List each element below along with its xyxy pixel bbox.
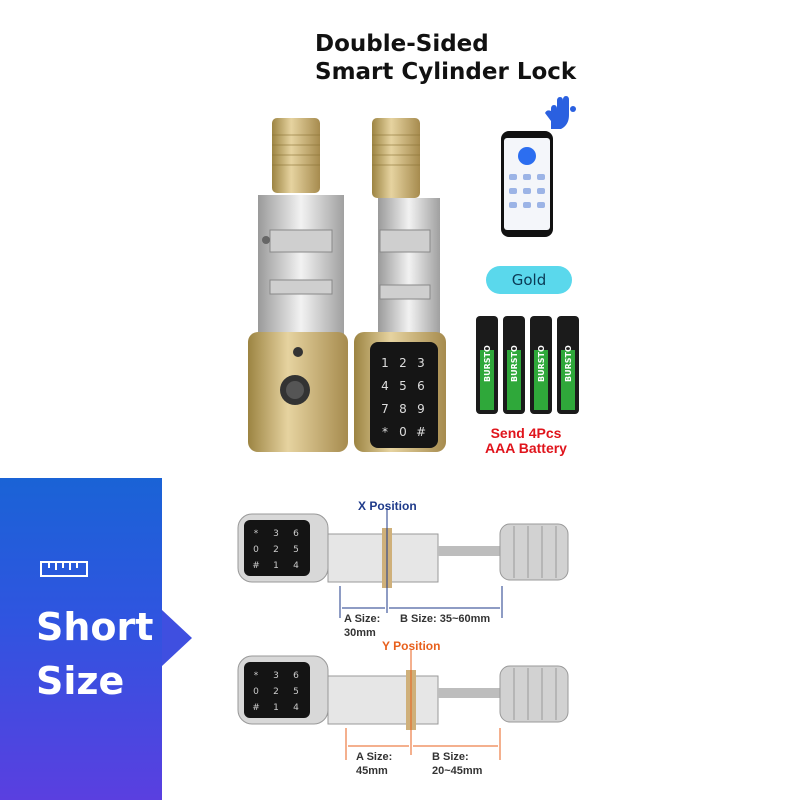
svg-text:9: 9 — [417, 402, 425, 416]
svg-text:#: # — [252, 703, 260, 713]
svg-text:6: 6 — [293, 529, 299, 539]
svg-text:4: 4 — [381, 379, 389, 393]
y-b-size-value: 20~45mm — [432, 765, 483, 777]
battery-pack-image: BURSTO BURSTO BURSTO BURSTO — [476, 316, 579, 414]
cylinder-diagram-x: * 3 6 0 2 5 #1 4 — [237, 508, 569, 618]
battery-note-line-1: Send 4Pcs — [490, 425, 562, 441]
svg-text:0: 0 — [253, 687, 259, 697]
y-position-label: Y Position — [382, 639, 441, 653]
phone-app-icon — [501, 131, 553, 237]
hand-touch-icon — [545, 96, 576, 129]
svg-text:*: * — [382, 425, 388, 439]
y-b-size-label: B Size: — [432, 751, 469, 763]
svg-text:#: # — [252, 561, 260, 571]
svg-text:1: 1 — [381, 356, 389, 370]
y-a-size-value: 45mm — [356, 765, 388, 777]
x-b-size-label: B Size: 35~60mm — [400, 613, 491, 625]
x-a-size-label: A Size: — [344, 613, 381, 625]
svg-text:6: 6 — [293, 671, 299, 681]
svg-text:1: 1 — [273, 561, 279, 571]
svg-text:4: 4 — [293, 703, 299, 713]
svg-text:5: 5 — [293, 545, 299, 555]
svg-text:3: 3 — [417, 356, 425, 370]
size-section: Short Size * 3 6 0 2 5 #1 4 X Position A Size… — [0, 478, 800, 800]
sidebar-pointer — [162, 610, 192, 666]
svg-text:*: * — [254, 529, 259, 539]
svg-text:6: 6 — [417, 379, 425, 393]
size-sidebar: Short Size — [0, 478, 162, 800]
svg-text:2: 2 — [399, 356, 407, 370]
svg-text:BURSTO: BURSTO — [537, 345, 546, 382]
fingerprint-lock-image — [248, 118, 348, 452]
title-line-2: Smart Cylinder Lock — [315, 59, 577, 85]
svg-text:7: 7 — [381, 402, 389, 416]
size-label: Short Size — [36, 600, 153, 708]
svg-text:5: 5 — [399, 379, 407, 393]
size-label-line-2: Size — [36, 659, 125, 703]
svg-text:BURSTO: BURSTO — [510, 345, 519, 382]
x-a-size-value: 30mm — [344, 627, 376, 639]
battery-note: Send 4Pcs AAA Battery — [476, 426, 576, 456]
color-option-badge[interactable]: Gold — [486, 266, 572, 294]
svg-text:5: 5 — [293, 687, 299, 697]
svg-text:2: 2 — [273, 687, 279, 697]
product-hero: Double-Sided Smart Cylinder Lock — [248, 30, 579, 456]
battery-note-line-2: AAA Battery — [485, 440, 567, 456]
svg-text:1: 1 — [273, 703, 279, 713]
cylinder-diagram-y: * 3 6 0 2 5 #1 4 — [237, 650, 569, 760]
svg-text:4: 4 — [293, 561, 299, 571]
y-a-size-label: A Size: — [356, 751, 393, 763]
svg-text:0: 0 — [253, 545, 259, 555]
size-label-line-1: Short — [36, 605, 154, 649]
ruler-icon — [40, 561, 88, 577]
svg-text:#: # — [416, 425, 426, 439]
svg-text:2: 2 — [273, 545, 279, 555]
svg-text:BURSTO: BURSTO — [564, 345, 573, 382]
svg-text:*: * — [254, 671, 259, 681]
svg-text:0: 0 — [399, 425, 407, 439]
svg-text:BURSTO: BURSTO — [483, 345, 492, 382]
svg-text:3: 3 — [273, 671, 279, 681]
x-position-label: X Position — [358, 499, 417, 513]
product-title: Double-Sided Smart Cylinder Lock — [315, 30, 576, 86]
svg-text:8: 8 — [399, 402, 407, 416]
title-line-1: Double-Sided — [315, 31, 489, 57]
svg-text:3: 3 — [273, 529, 279, 539]
